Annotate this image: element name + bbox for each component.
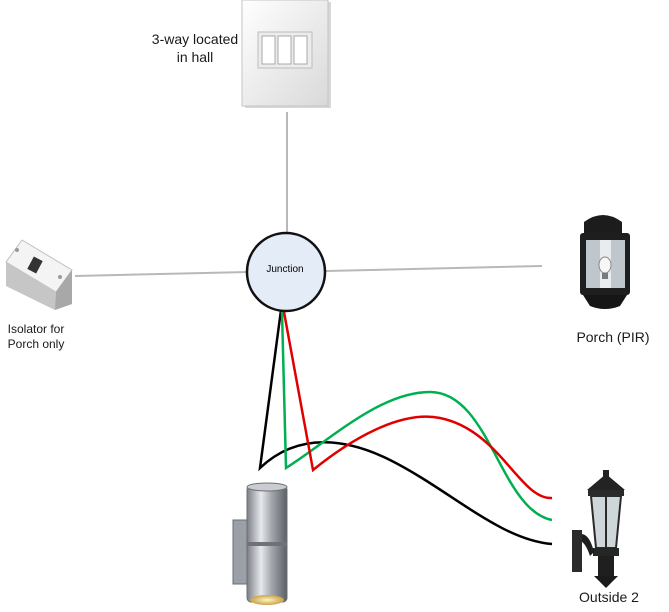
switch-label: 3-way located in hall [151,31,239,65]
green-conductor [280,311,553,522]
cable-to-porch [325,265,543,272]
cable-to-isolator [74,271,249,277]
isolator-label: Isolator for Porch only [7,322,65,351]
junction-label: Junction [266,264,304,275]
junction-node [245,231,327,313]
conductors [258,309,553,546]
three-gang-switch-icon [241,0,331,108]
outside-label: Outside 2 [579,589,639,605]
red-conductor [282,311,553,500]
cylinder-wall-light-icon [232,482,288,605]
porch-lantern-icon [580,215,630,309]
isolator-switch-icon [5,239,73,310]
porch-label: Porch (PIR) [576,329,650,345]
outside-lantern-icon [572,470,625,588]
grey-cables [74,112,543,277]
black-conductor [258,309,553,546]
